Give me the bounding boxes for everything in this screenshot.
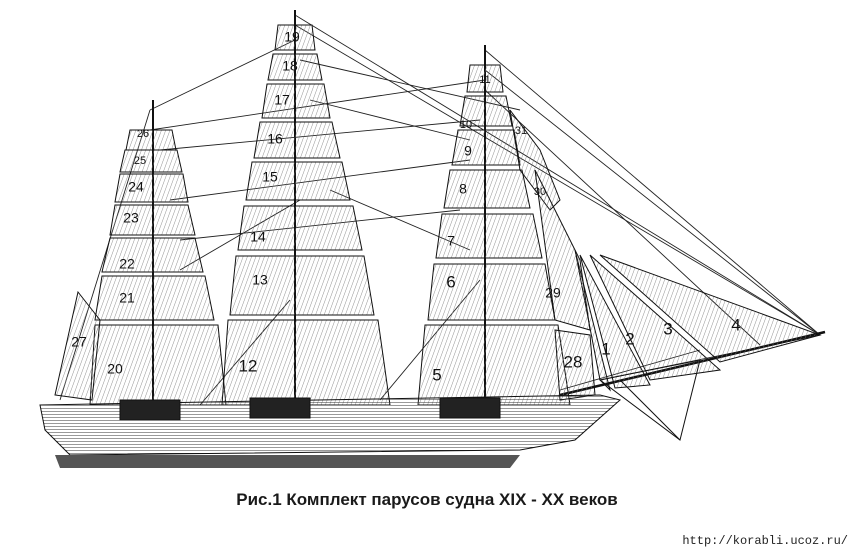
sail-label-11: 11 [479,74,490,86]
sail-label-23: 23 [123,210,139,226]
figure-caption: Рис.1 Комплект парусов судна XIX - XX ве… [236,490,618,509]
sail-label-26: 26 [137,128,149,140]
sail-label-29: 29 [545,285,561,301]
sail-label-17: 17 [274,92,290,108]
sail-label-25: 25 [134,155,146,167]
fore-sails [417,64,596,406]
sail-label-2: 2 [625,329,634,348]
sail-label-21: 21 [119,290,135,306]
main-sails [221,24,391,406]
sail-label-28: 28 [564,352,583,371]
sail-label-9: 9 [464,143,472,159]
sail-label-18: 18 [282,58,298,74]
sail-label-7: 7 [447,233,455,249]
sail-label-8: 8 [459,181,467,197]
sail-label-4: 4 [731,315,740,334]
headsails [559,249,826,441]
sail-label-24: 24 [128,179,144,195]
sail-label-12: 12 [239,356,258,375]
sail-label-30: 30 [534,186,546,198]
sail-label-1: 1 [601,339,610,358]
sail-label-27: 27 [71,334,87,350]
source-link[interactable]: http://korabli.ucoz.ru/ [682,534,848,548]
sail-labels: 1 2 3 4 5 6 7 8 9 10 11 12 13 14 15 16 1… [71,29,741,385]
sail-label-14: 14 [250,229,266,245]
sail-label-13: 13 [252,272,268,288]
sail-label-19: 19 [284,29,300,45]
sail-label-6: 6 [446,272,455,291]
mizzen-sails [54,129,227,406]
sail-label-5: 5 [432,365,441,384]
sail-label-20: 20 [107,361,123,377]
sail-label-3: 3 [663,319,672,338]
sail-label-31: 31 [515,125,527,137]
hull [39,394,622,468]
sail-label-15: 15 [262,169,278,185]
sail-label-10: 10 [460,119,472,131]
sail-label-22: 22 [119,256,135,272]
sail-label-16: 16 [267,131,283,147]
